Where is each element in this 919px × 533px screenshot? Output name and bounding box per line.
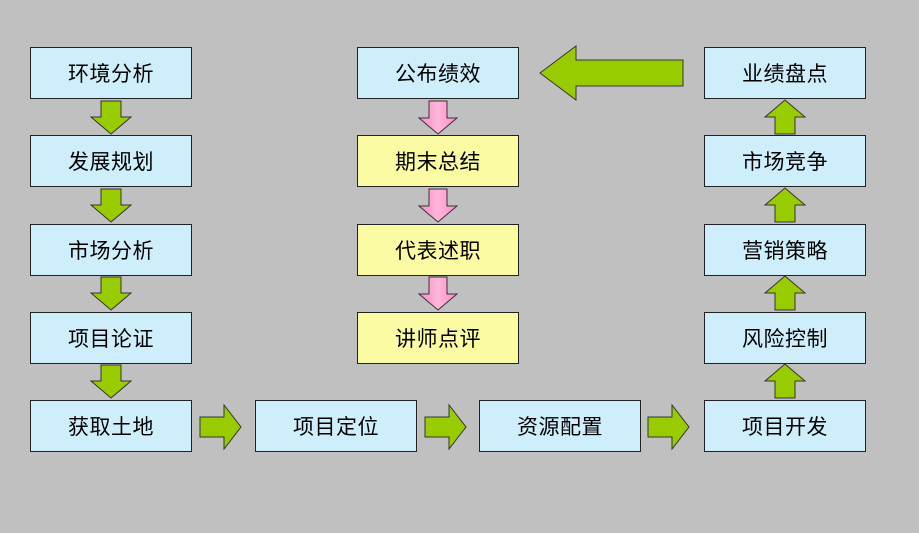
node-market-analysis: 市场分析 — [30, 224, 192, 276]
arrow-up-1 — [763, 363, 807, 399]
arrow-down-2 — [89, 188, 133, 223]
node-final-summary: 期末总结 — [357, 135, 519, 187]
node-project-demo: 项目论证 — [30, 312, 192, 364]
node-marketing-strategy: 营销策略 — [704, 224, 866, 276]
pink-arrow-down-3 — [417, 276, 459, 311]
arrow-up-4 — [763, 99, 807, 135]
node-rep-report: 代表述职 — [357, 224, 519, 276]
arrow-down-1 — [89, 100, 133, 135]
arrow-up-3 — [763, 187, 807, 223]
pink-arrow-down-2 — [417, 188, 459, 223]
node-market-competition: 市场竞争 — [704, 135, 866, 187]
node-lecturer-review: 讲师点评 — [357, 312, 519, 364]
arrow-down-4 — [89, 364, 133, 399]
node-project-dev: 项目开发 — [704, 400, 866, 452]
node-risk-control: 风险控制 — [704, 312, 866, 364]
node-resource-alloc: 资源配置 — [479, 400, 641, 452]
arrow-down-3 — [89, 276, 133, 311]
arrow-up-2 — [763, 275, 807, 311]
arrow-right-2 — [424, 403, 467, 451]
node-project-position: 项目定位 — [255, 400, 417, 452]
node-publish-performance: 公布绩效 — [357, 47, 519, 99]
arrow-left-big — [539, 45, 684, 101]
arrow-right-1 — [199, 403, 242, 451]
arrow-right-3 — [647, 403, 690, 451]
node-acquire-land: 获取土地 — [30, 400, 192, 452]
node-dev-planning: 发展规划 — [30, 135, 192, 187]
node-performance-review: 业绩盘点 — [704, 47, 866, 99]
pink-arrow-down-1 — [417, 100, 459, 135]
node-env-analysis: 环境分析 — [30, 47, 192, 99]
